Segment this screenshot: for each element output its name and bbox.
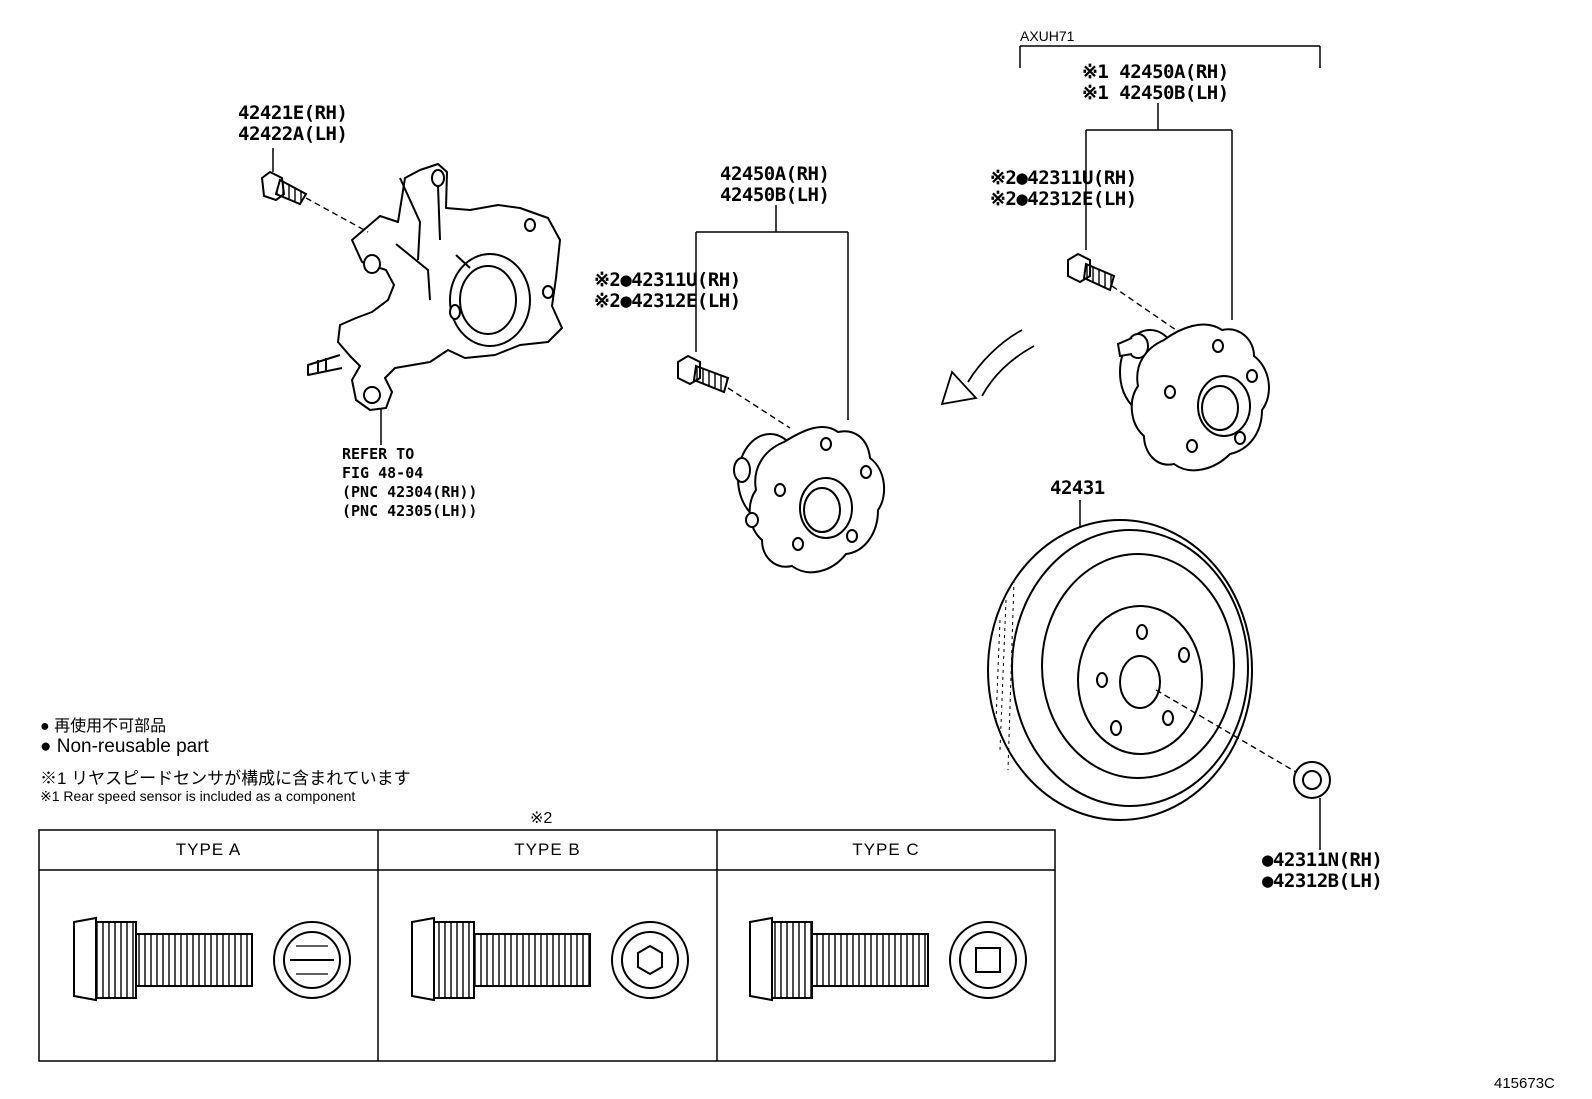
refer-line-4: (PNC 42305(LH)) bbox=[342, 502, 478, 520]
refer-line-3: (PNC 42304(RH)) bbox=[342, 483, 478, 501]
type-b-label: TYPE B bbox=[514, 840, 581, 859]
disc-nut-dashline bbox=[1155, 689, 1297, 773]
hub-nut bbox=[1293, 761, 1331, 799]
variant-title: AXUH71 bbox=[1020, 28, 1075, 44]
center-bolt-label: ※2●42311U(RH) ※2●42312E(LH) bbox=[594, 270, 741, 312]
center-bolt-rh: ※2●42311U(RH) bbox=[594, 269, 741, 291]
right-hub-assembly bbox=[1116, 323, 1270, 472]
figure-id: 415673C bbox=[1494, 1075, 1555, 1092]
type-table bbox=[38, 829, 1056, 1062]
refer-note: REFER TO FIG 48-04 (PNC 42304(RH)) (PNC … bbox=[342, 445, 477, 521]
refer-line-2: FIG 48-04 bbox=[342, 464, 424, 482]
refer-line-1: REFER TO bbox=[342, 445, 415, 463]
knuckle-bolt-label: 42421E(RH) 42422A(LH) bbox=[238, 102, 348, 145]
knuckle-bolt-rh: 42421E(RH) bbox=[238, 102, 348, 124]
right-hub-bracket bbox=[1085, 103, 1233, 320]
disc-vent-lines bbox=[995, 579, 1015, 771]
right-bolt-lh: ※2●42312E(LH) bbox=[990, 188, 1137, 210]
knuckle-bolt-lh: 42422A(LH) bbox=[238, 123, 348, 145]
legend-note1-en: ※1 Rear speed sensor is included as a co… bbox=[40, 788, 356, 804]
type-a-label: TYPE A bbox=[175, 840, 242, 859]
nut-rh: ●42311N(RH) bbox=[1262, 849, 1383, 871]
nut-lh: ●42312B(LH) bbox=[1262, 870, 1383, 892]
nut-label: ●42311N(RH) ●42312B(LH) bbox=[1262, 849, 1383, 892]
stud-type-b bbox=[411, 916, 689, 1002]
right-hub-label: ※1 42450A(RH) ※1 42450B(LH) bbox=[1082, 62, 1229, 104]
brake-disc bbox=[987, 519, 1253, 821]
right-hub-bolt bbox=[1067, 252, 1116, 292]
center-hub-bolt bbox=[677, 354, 730, 394]
center-hub-rh: 42450A(RH) bbox=[720, 163, 830, 185]
knuckle-bolt-dashline bbox=[305, 197, 369, 233]
legend-nonreusable-en: ● Non-reusable part bbox=[40, 736, 209, 757]
stud-type-a bbox=[73, 916, 351, 1002]
variant-bracket bbox=[1019, 45, 1321, 68]
direction-arrow bbox=[940, 329, 1035, 406]
right-bolt-rh: ※2●42311U(RH) bbox=[990, 167, 1137, 189]
legend-nonreusable-jp: ● 再使用不可部品 bbox=[40, 718, 167, 735]
type-c-label: TYPE C bbox=[852, 840, 920, 859]
steering-knuckle bbox=[307, 163, 563, 411]
center-bolt-dashline bbox=[727, 387, 791, 429]
center-hub-lh: 42450B(LH) bbox=[720, 184, 830, 206]
center-bolt-lh: ※2●42312E(LH) bbox=[594, 290, 741, 312]
right-bolt-label: ※2●42311U(RH) ※2●42312E(LH) bbox=[990, 168, 1137, 210]
stud-type-c bbox=[749, 916, 1027, 1002]
center-hub-label: 42450A(RH) 42450B(LH) bbox=[720, 163, 830, 206]
center-hub-bracket bbox=[695, 205, 849, 420]
center-hub-assembly bbox=[733, 426, 886, 574]
legend-note1-jp: ※1 リヤスピードセンサが構成に含まれています bbox=[40, 769, 411, 788]
disc-label: 42431 bbox=[1050, 477, 1105, 499]
right-hub-rh: ※1 42450A(RH) bbox=[1082, 61, 1229, 83]
right-bolt-dashline bbox=[1111, 285, 1177, 331]
table-note: ※2 bbox=[530, 810, 553, 827]
knuckle-bolt bbox=[260, 170, 308, 206]
right-hub-lh: ※1 42450B(LH) bbox=[1082, 82, 1229, 104]
